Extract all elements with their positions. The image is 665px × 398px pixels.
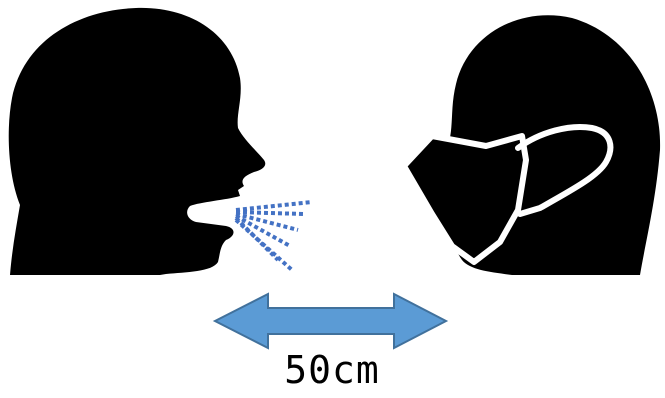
droplet-line bbox=[235, 210, 305, 216]
mask-ear-loop bbox=[515, 124, 614, 217]
droplet-line bbox=[235, 214, 291, 248]
speaking-head-icon bbox=[8, 7, 266, 275]
double-arrow-icon bbox=[212, 292, 449, 350]
droplet-line bbox=[234, 218, 294, 272]
droplet-line bbox=[235, 200, 313, 212]
distance-label: 50cm bbox=[284, 348, 380, 392]
masked-head-icon bbox=[401, 15, 661, 275]
face-mask-icon bbox=[401, 133, 529, 265]
droplet-spray-icon bbox=[234, 200, 313, 272]
droplet-line bbox=[235, 212, 299, 232]
